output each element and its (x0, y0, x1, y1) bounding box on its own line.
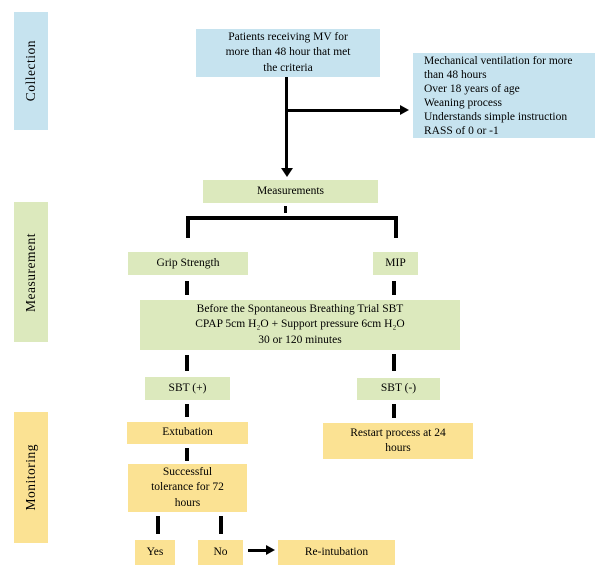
connector-split-right-drop (394, 218, 398, 238)
connector-split-bar (186, 216, 398, 220)
node-inclusion-criteria: Mechanical ventilation for more than 48 … (413, 53, 595, 138)
connector-grip-to-sbt (185, 281, 189, 295)
connector-split-left-drop (186, 218, 190, 238)
node-sbt-positive: SBT (+) (145, 377, 230, 400)
arrowhead-down-measurements (281, 168, 293, 177)
node-sbt-setup: Before the Spontaneous Breathing Trial S… (140, 300, 460, 350)
phase-label-measurement-text: Measurement (23, 232, 38, 312)
node-grip-strength: Grip Strength (128, 252, 248, 275)
connector-extubation-to-tolerance (185, 448, 189, 461)
node-yes: Yes (135, 540, 175, 565)
node-restart-process: Restart process at 24 hours (323, 423, 473, 459)
connector-negative-to-restart (392, 404, 396, 418)
node-measurements: Measurements (203, 180, 378, 203)
node-patients-receiving-mv: Patients receiving MV for more than 48 h… (196, 29, 380, 77)
node-mip: MIP (373, 252, 418, 275)
node-reintubation: Re-intubation (278, 540, 395, 565)
node-extubation: Extubation (127, 422, 248, 444)
connector-tolerance-to-no (219, 516, 223, 534)
node-successful-tolerance: Successful tolerance for 72 hours (128, 464, 247, 512)
connector-no-to-reintubation (248, 549, 268, 552)
connector-mip-to-sbt (392, 281, 396, 295)
phase-label-monitoring: Monitoring (14, 412, 48, 543)
connector-sbt-to-positive (185, 355, 189, 371)
arrowhead-right-reintubation (266, 545, 275, 555)
phase-label-measurement: Measurement (14, 202, 48, 342)
connector-branch-to-criteria (285, 109, 401, 112)
node-sbt-negative: SBT (-) (357, 378, 440, 400)
connector-measurements-tick (284, 206, 287, 213)
phase-label-collection: Collection (14, 12, 48, 130)
phase-label-collection-text: Collection (23, 40, 38, 102)
connector-tolerance-to-yes (156, 516, 160, 534)
arrowhead-right-criteria (400, 105, 409, 115)
phase-label-monitoring-text: Monitoring (23, 444, 38, 511)
node-no: No (198, 540, 243, 565)
connector-patients-to-measurements (285, 77, 288, 168)
connector-sbt-to-negative (392, 354, 396, 371)
connector-positive-to-extubation (185, 404, 189, 417)
